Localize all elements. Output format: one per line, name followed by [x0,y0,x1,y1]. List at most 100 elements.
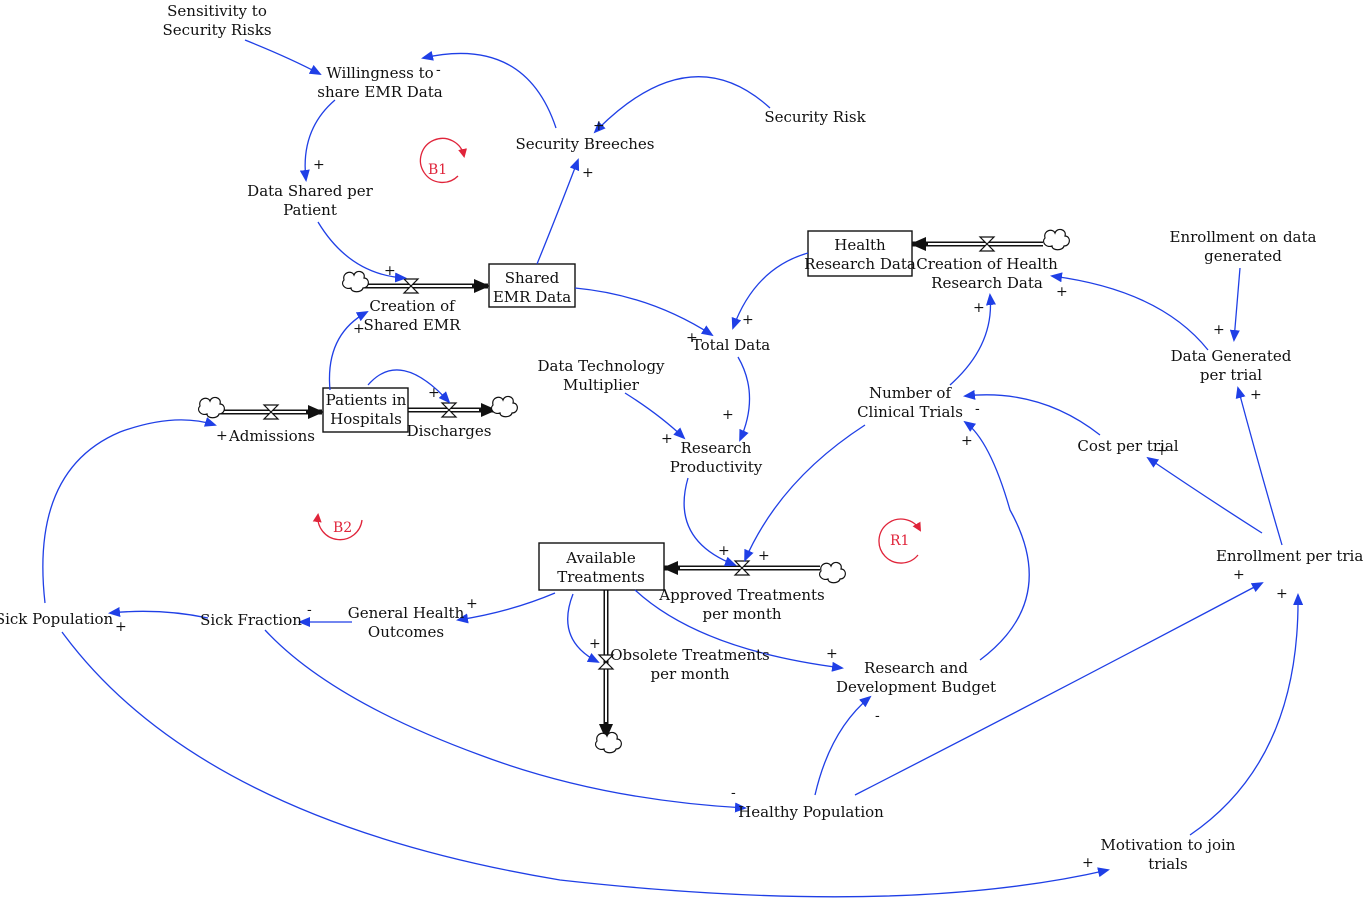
stock-available-treatments [538,542,665,591]
link-trials-creation-health [949,293,996,386]
polarity-plus: + [1276,586,1288,602]
label-security-breeches: Security Breeches [515,135,654,153]
polarity-plus: + [1213,322,1225,338]
cloud-icon [341,270,369,293]
link-sick-fraction-healthy-population [264,629,747,813]
polarity-plus: + [973,300,985,316]
label-sick-fraction: Sick Fraction [200,611,302,629]
polarity-plus: + [1056,284,1068,300]
polarity-plus: + [1156,443,1168,459]
link-healthy-enrollment [854,582,1264,796]
label-admissions: Admissions [228,427,315,445]
clouds [197,228,1070,754]
polarity-plus: + [115,619,127,635]
polarity-plus: + [466,596,478,612]
link-available-general-health [456,592,556,624]
stock-shared-emr-data [488,263,576,308]
polarity-plus: + [686,330,698,346]
link-enrollment-on-data-generated [1229,267,1241,342]
polarity-minus: - [731,785,736,801]
polarity-plus: + [216,428,228,444]
loop-label-r1: R1 [890,533,909,549]
causal-links [42,39,1304,898]
polarity-plus: + [353,321,365,337]
loop-r1: R1 [878,518,922,564]
link-available-obsolete [567,593,600,663]
polarity-plus: + [742,312,754,328]
cloud-icon [1042,228,1070,251]
label-enrollment-per-trial: Enrollment per trial [1216,547,1363,565]
link-enrollment-data-generated [1235,386,1283,546]
link-willingness-data-shared [299,99,336,182]
link-rd-budget-trials [963,420,1030,661]
link-patients-discharges [367,369,451,404]
valve-icon [978,236,996,252]
polarity-plus: + [384,263,396,279]
valve-icon [402,278,420,294]
loop-label-b1: B1 [428,162,447,178]
label-security-risk: Security Risk [764,108,866,126]
label-cost-per-trial: Cost per trial [1077,437,1178,455]
polarity-plus: + [428,385,440,401]
polarity-plus: + [593,118,605,134]
link-sick-fraction-sick-population [108,607,209,619]
loop-b2: B2 [312,513,363,541]
stocks [322,230,913,591]
link-security-risk-breeches [593,76,771,134]
polarity-plus: + [1082,855,1094,871]
cloud-icon [594,731,622,754]
loop-markers: B1 B2 R1 [312,137,922,564]
polarity-plus: + [1250,387,1262,403]
link-data-technology-research-productivity [624,392,686,440]
polarity-minus: - [307,602,312,618]
polarity-plus: + [961,433,973,449]
valve-icon [262,404,280,420]
polarity-plus: + [722,407,734,423]
loop-b1: B1 [419,137,467,184]
link-healthy-rd-budget [814,695,872,796]
polarity-plus: + [661,431,673,447]
link-sick-population-motivation [61,631,1110,898]
link-patients-creation [328,311,369,391]
link-cost-per-trial-trials [963,389,1101,436]
link-sick-population-admissions [42,417,217,604]
link-sensitivity-willingness [244,39,322,75]
valves [262,236,996,670]
polarity-signs: - + + + + + + + + + + + + + + + + + - + … [115,62,1288,871]
link-shared-emr-breeches [536,158,580,265]
label-healthy-population: Healthy Population [738,803,884,821]
stock-patients-in-hospitals [322,387,409,433]
link-motivation-enrollment [1189,593,1304,836]
link-total-data-research-productivity [737,356,751,442]
valve-icon [440,402,458,418]
link-security-breeches-willingness [421,50,557,129]
label-total-data: Total Data [692,336,770,354]
cloud-icon [197,396,225,419]
label-discharges: Discharges [407,422,492,440]
polarity-plus: + [582,165,594,181]
polarity-minus: - [875,708,880,724]
polarity-plus: + [826,646,838,662]
polarity-minus: - [975,401,980,417]
polarity-minus: - [436,62,441,78]
link-health-research-total-data [731,252,809,330]
polarity-plus: + [758,548,770,564]
